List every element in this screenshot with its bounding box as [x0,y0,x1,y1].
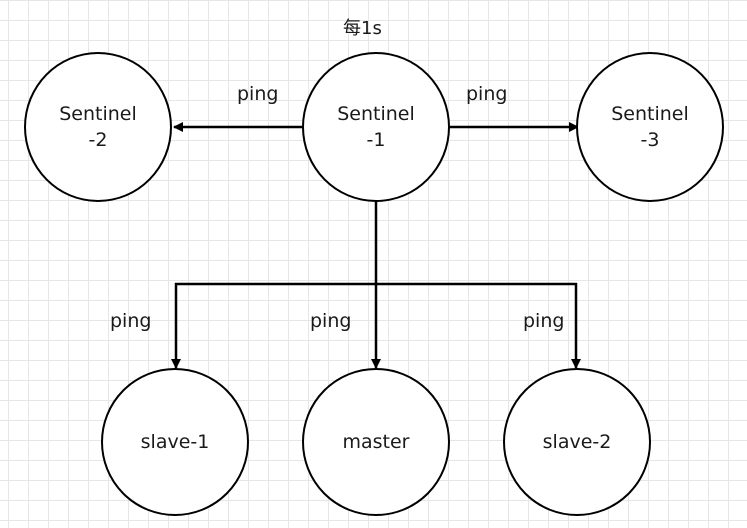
node-master: master [302,368,450,516]
edge-label-s1-s2: ping [237,83,279,105]
node-sentinel-3-label: Sentinel -3 [611,103,689,151]
node-sentinel-3: Sentinel -3 [576,52,724,202]
node-sentinel-1: Sentinel -1 [302,52,450,202]
frequency-label: 每1s [343,18,382,39]
edge-label-s1-slave1: ping [110,310,152,332]
node-master-label: master [342,431,410,453]
node-slave-2-label: slave-2 [542,431,612,453]
node-slave-2: slave-2 [503,368,651,516]
node-sentinel-1-label: Sentinel -1 [337,103,415,151]
edge-label-s1-slave2: ping [523,310,565,332]
node-slave-1-label: slave-1 [140,431,210,453]
edge-label-s1-master: ping [310,310,352,332]
node-sentinel-2-label: Sentinel -2 [59,103,137,151]
node-slave-1: slave-1 [101,368,249,516]
node-sentinel-2: Sentinel -2 [24,52,172,202]
edge-label-s1-s3: ping [466,83,508,105]
